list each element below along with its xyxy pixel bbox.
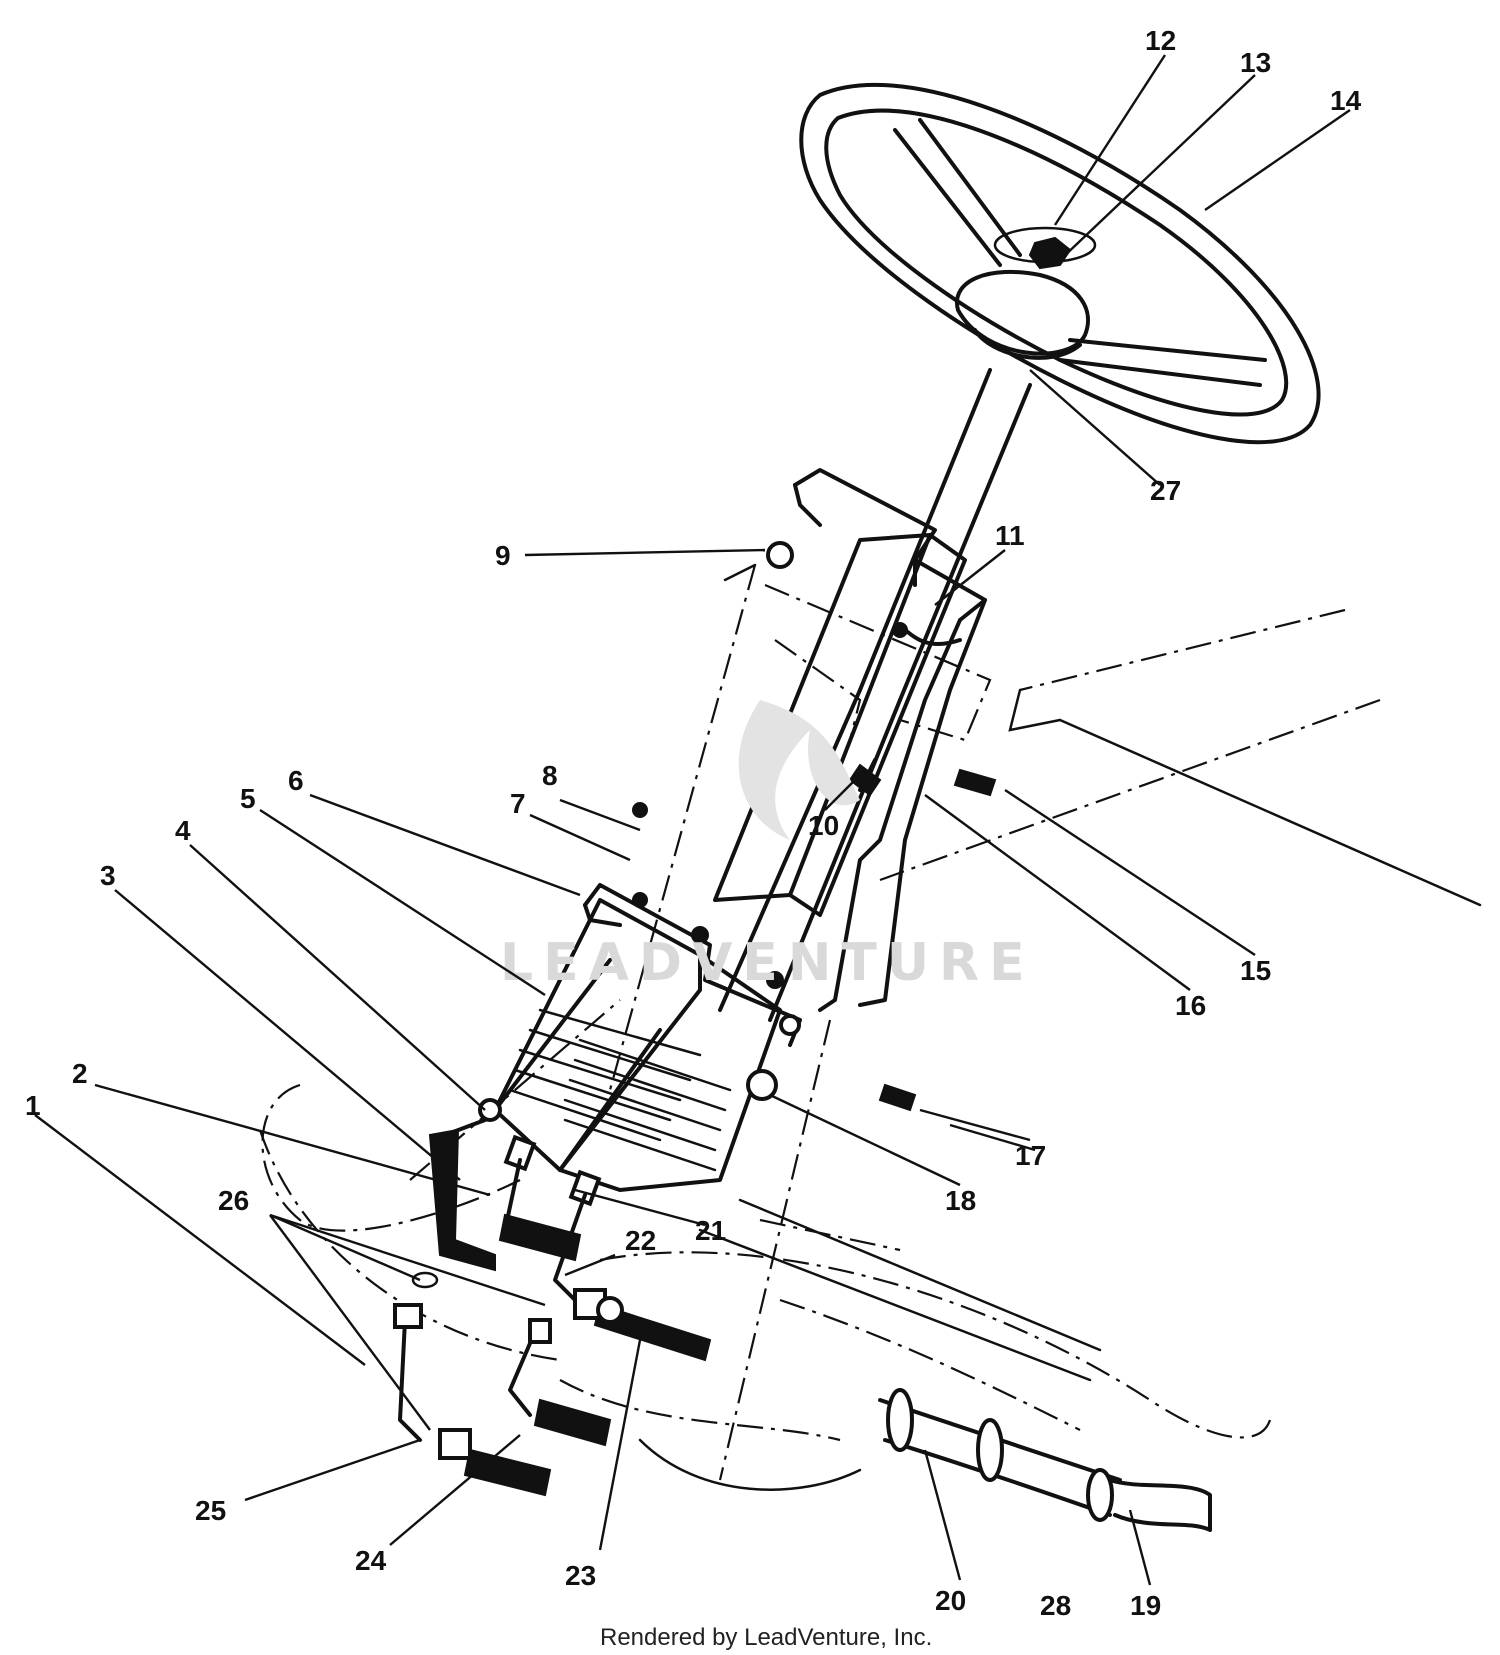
callout-26: 26 [218, 1185, 249, 1216]
callout-19: 19 [1130, 1590, 1161, 1621]
callout-8: 8 [542, 760, 558, 791]
steering-wheel [799, 82, 1321, 445]
callout-15: 15 [1240, 955, 1271, 986]
callout-22: 22 [625, 1225, 656, 1256]
callout-16: 16 [1175, 990, 1206, 1021]
callout-9: 9 [495, 540, 511, 571]
callout-11: 11 [995, 520, 1025, 551]
callout-23: 23 [565, 1560, 596, 1591]
callout-28: 28 [1040, 1590, 1071, 1621]
callout-12: 12 [1145, 25, 1176, 56]
callout-27: 27 [1150, 475, 1181, 506]
callout-13: 13 [1240, 47, 1271, 78]
callout-4: 4 [175, 815, 191, 846]
upper-bracket [793, 468, 987, 1012]
chassis-outline [258, 608, 1482, 1491]
callout-1: 1 [25, 1090, 41, 1121]
callout-20: 20 [935, 1585, 966, 1616]
steering-unit [493, 898, 782, 1192]
callout-24: 24 [355, 1545, 387, 1576]
credit-text: Rendered by LeadVenture, Inc. [600, 1624, 932, 1651]
steering-shaft [718, 368, 1032, 1022]
callout-17: 17 [1015, 1140, 1046, 1171]
watermark: LEADVENTURE [500, 700, 1035, 993]
watermark-text: LEADVENTURE [500, 933, 1035, 993]
callout-7: 7 [510, 788, 526, 819]
leader-lines [34, 54, 1351, 1586]
callout-25: 25 [195, 1495, 226, 1526]
callout-6: 6 [288, 765, 304, 796]
callout-3: 3 [100, 860, 116, 891]
callout-5: 5 [240, 783, 256, 814]
callout-18: 18 [945, 1185, 976, 1216]
hydraulic-fittings [393, 541, 997, 1497]
callout-labels: 1 2 3 4 5 6 7 8 9 10 11 12 13 14 15 16 1… [25, 25, 1362, 1621]
hose-assembly [878, 1388, 1212, 1532]
callout-21: 21 [695, 1215, 726, 1246]
callout-10: 10 [808, 810, 839, 841]
callout-14: 14 [1330, 85, 1362, 116]
callout-2: 2 [72, 1058, 88, 1089]
